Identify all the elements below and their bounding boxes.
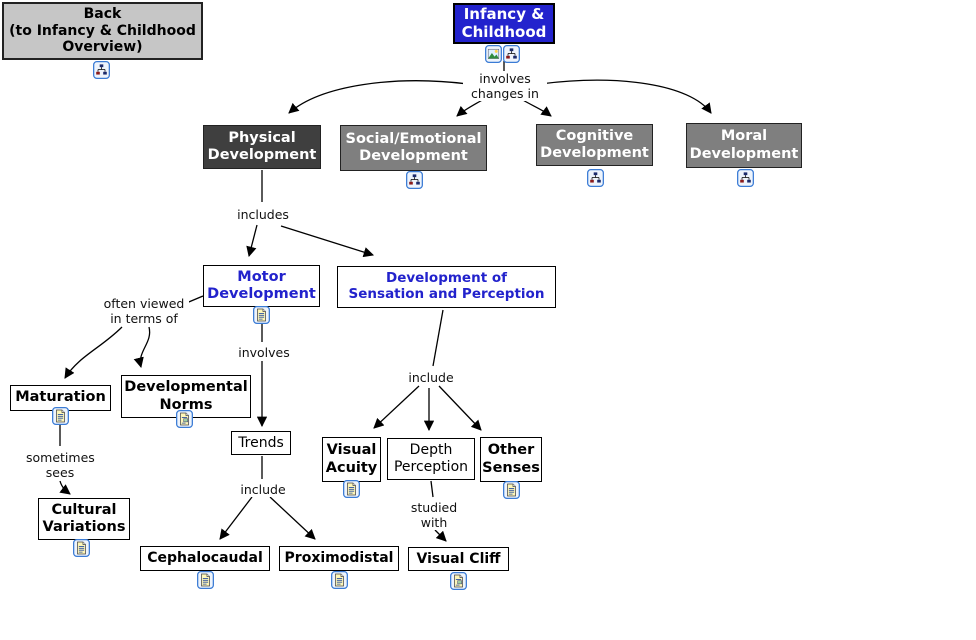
link-label-studied-with: studied with xyxy=(404,500,464,530)
concept-map-icon[interactable] xyxy=(503,45,520,63)
node-motor-development[interactable]: Motor Development xyxy=(203,265,320,307)
edge-changes-to-moral xyxy=(539,79,712,114)
concept-map-icon[interactable] xyxy=(93,61,110,79)
edge-includes-to-motor xyxy=(246,224,258,258)
node-cultural-variations[interactable]: Cultural Variations xyxy=(38,498,130,540)
document-icon[interactable] xyxy=(503,481,520,499)
image-icon[interactable] xyxy=(485,45,502,63)
edge-studied-to-visual-cliff xyxy=(434,529,447,542)
edge-sometimes-to-cultural xyxy=(59,480,71,495)
concept-map-icon[interactable] xyxy=(587,169,604,187)
edge-often-to-maturation xyxy=(64,326,123,379)
edge-include-to-proximodistal xyxy=(269,496,316,540)
node-visual-cliff[interactable]: Visual Cliff xyxy=(408,547,509,571)
link-label-involves-changes-in: involves changes in xyxy=(463,71,547,101)
concept-map-icon[interactable] xyxy=(737,169,754,187)
node-proximodistal[interactable]: Proximodistal xyxy=(279,546,399,571)
link-label-include-right: include xyxy=(404,370,458,385)
edge-changes-to-physical xyxy=(288,80,469,114)
edge-include-to-cephalocaudal xyxy=(219,496,253,540)
edge-changes-to-social xyxy=(456,98,485,117)
document-image-icon[interactable] xyxy=(450,572,467,590)
node-visual-acuity[interactable]: Visual Acuity xyxy=(322,437,381,482)
edge-changes-to-cognitive xyxy=(520,98,552,117)
link-label-often-viewed: often viewed in terms of xyxy=(99,296,189,326)
document-icon[interactable] xyxy=(52,407,69,425)
document-icon[interactable] xyxy=(253,306,270,324)
node-social-emotional-development[interactable]: Social/Emotional Development xyxy=(340,125,487,171)
edge-dsp-to-include xyxy=(432,309,444,367)
link-label-include-left: include xyxy=(236,482,290,497)
node-cognitive-development[interactable]: Cognitive Development xyxy=(536,124,653,166)
node-physical-development[interactable]: Physical Development xyxy=(203,125,321,169)
node-developmental-norms[interactable]: Developmental Norms xyxy=(121,375,251,418)
node-back[interactable]: Back (to Infancy & Childhood Overview) xyxy=(2,2,203,60)
link-label-involves: involves xyxy=(234,345,294,360)
node-development-sensation-perception[interactable]: Development of Sensation and Perception xyxy=(337,266,556,308)
node-infancy-childhood[interactable]: Infancy & Childhood xyxy=(453,3,555,44)
node-other-senses[interactable]: Other Senses xyxy=(480,437,542,482)
document-icon[interactable] xyxy=(197,571,214,589)
edge-include-to-other-senses xyxy=(438,385,482,431)
link-label-sometimes-sees: sometimes sees xyxy=(24,450,96,480)
node-maturation[interactable]: Maturation xyxy=(10,385,111,411)
node-moral-development[interactable]: Moral Development xyxy=(686,123,802,168)
document-icon[interactable] xyxy=(331,571,348,589)
link-label-includes: includes xyxy=(233,207,293,222)
edge-includes-to-dsp xyxy=(280,225,374,258)
node-depth-perception[interactable]: Depth Perception xyxy=(387,438,475,480)
node-trends[interactable]: Trends xyxy=(231,431,291,455)
edge-often-to-devnorms xyxy=(133,326,151,369)
edge-include-to-visual-acuity xyxy=(373,385,420,429)
document-icon[interactable] xyxy=(73,539,90,557)
document-image-icon[interactable] xyxy=(176,410,193,428)
edge-depth-to-studied xyxy=(430,480,434,498)
document-icon[interactable] xyxy=(343,480,360,498)
node-cephalocaudal[interactable]: Cephalocaudal xyxy=(140,546,270,571)
concept-map-icon[interactable] xyxy=(406,171,423,189)
